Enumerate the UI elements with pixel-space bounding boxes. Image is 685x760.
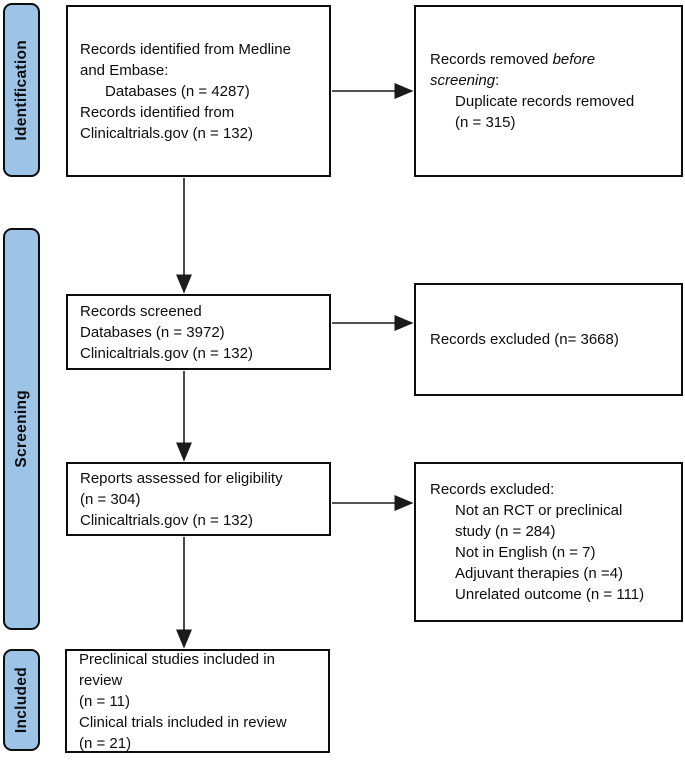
box-reports-assessed-text: Reports assessed for eligibility(n = 304…: [80, 469, 283, 529]
stage-bar-included: Included: [3, 649, 40, 751]
stage-label-screening: Screening: [12, 390, 30, 468]
box-records-excluded-screening-text: Records excluded (n= 3668): [430, 331, 619, 348]
box-records-excluded-screening: Records excluded (n= 3668): [414, 283, 683, 396]
stage-bar-identification: Identification: [3, 3, 40, 177]
stage-label-identification: Identification: [12, 39, 30, 141]
box-records-excluded-eligibility-text: Records excluded: Not an RCT or preclini…: [430, 481, 645, 603]
stage-label-included: Included: [12, 666, 30, 734]
stage-bar-screening: Screening: [3, 228, 40, 630]
box-reports-assessed: Reports assessed for eligibility(n = 304…: [66, 462, 331, 536]
box-records-excluded-eligibility: Records excluded: Not an RCT or preclini…: [414, 462, 683, 622]
